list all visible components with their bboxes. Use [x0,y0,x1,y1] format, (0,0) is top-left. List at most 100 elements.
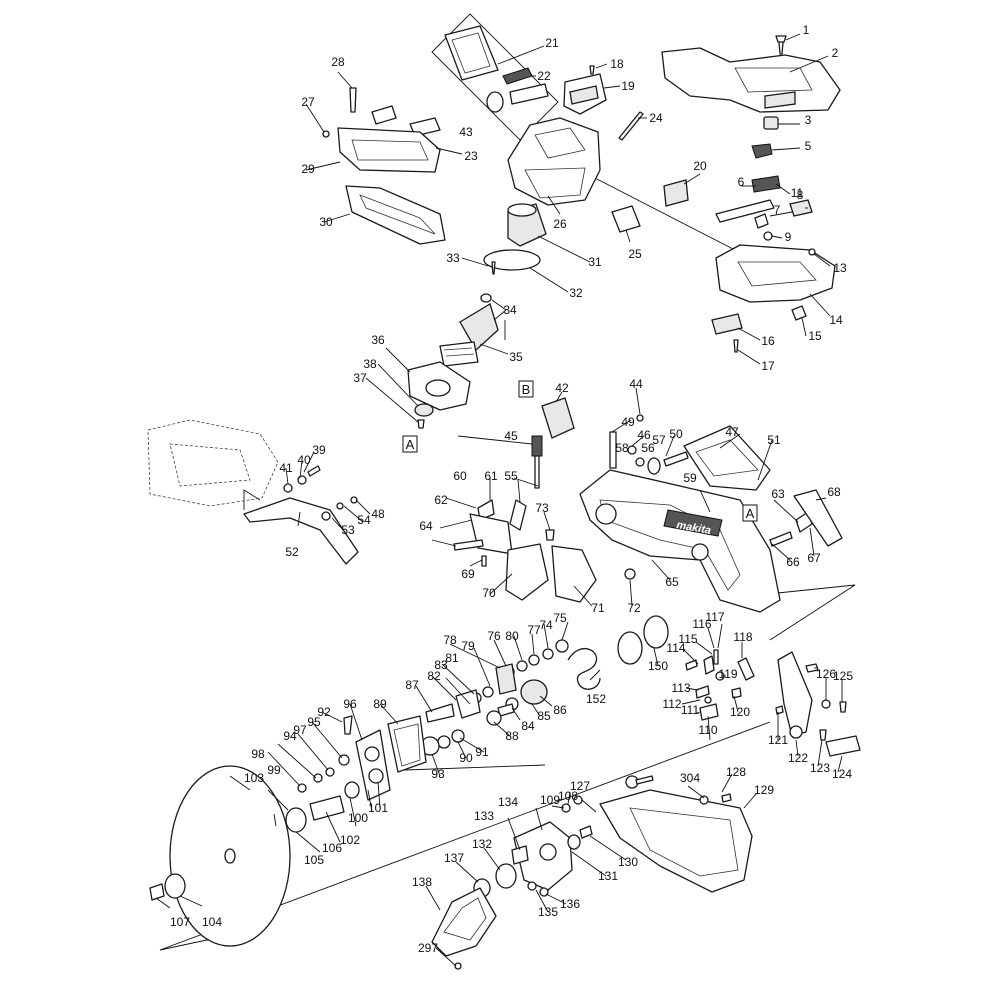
cover-plate-part [683,425,771,491]
reference-letters: B A A [406,382,755,521]
ref-letter-a: A [746,506,755,521]
part-number: 71 [591,601,605,615]
part-number: 106 [322,841,342,855]
part-number: 8 [797,188,804,202]
part-number: 38 [363,357,377,371]
part-number: 65 [665,575,679,589]
part-number: 297 [418,941,438,955]
lower-blade-guard-part [431,887,497,957]
guard-plate-left-part [505,543,549,601]
part-number: 100 [348,811,368,825]
part-number: 112 [662,697,681,711]
part-number: 47 [725,425,739,439]
brand-plate [663,509,723,537]
ref-box-b [518,380,534,398]
part-number: 85 [537,709,551,723]
part-number: 61 [484,469,498,483]
part-number: 72 [627,601,641,615]
part-number: 79 [461,639,475,653]
part-number: 77 [527,623,541,637]
baffle-part [483,249,541,271]
part-number: 59 [683,471,697,485]
part-number: 95 [307,715,321,729]
handle-half-part [337,127,441,173]
base-housing-part [715,244,836,303]
part-number: 152 [586,692,606,706]
part-number: 45 [504,429,518,443]
part-number: 119 [718,667,737,681]
part-number: 23 [464,149,478,163]
part-number: 84 [521,719,535,733]
part-number: 108 [558,789,578,803]
spindle-part [425,703,455,723]
part-number: 11 [791,186,804,200]
part-number: 92 [317,705,331,719]
spring-part [567,648,601,690]
part-number: 49 [621,415,635,429]
part-number: 107 [170,915,190,929]
part-number: 20 [693,159,707,173]
main-arm-part [579,469,781,613]
part-number: 118 [733,630,752,644]
bevel-gear-part [495,663,517,695]
latch-part [711,313,743,335]
part-number: 36 [371,333,385,347]
part-number: 56 [641,441,655,455]
part-number: 51 [767,433,781,447]
handle-housing-part [661,47,841,113]
part-number: 25 [628,247,642,261]
part-number: 122 [788,751,808,765]
part-number: 132 [472,837,492,851]
part-number-labels: 1 2 3 5 6 7 8 9 11 13 14 15 16 17 18 19 … [170,23,853,955]
part-number: 57 [652,433,666,447]
part-number: 2 [832,46,839,60]
part-number: 131 [598,869,618,883]
upper-blade-guard-part [599,789,753,893]
lever-screw-part [754,213,769,229]
part-number: 32 [569,286,583,300]
part-number: 135 [538,905,558,919]
part-number: 304 [680,771,700,785]
part-number: 123 [810,761,830,775]
part-number: 137 [444,851,464,865]
part-number: 34 [503,303,517,317]
part-number: 126 [816,667,836,681]
part-number: 90 [459,751,473,765]
switch-block-part [751,175,781,193]
guard-lever-part [777,651,813,737]
part-number: 73 [535,501,549,515]
part-number: 82 [427,669,441,683]
part-number: 91 [475,745,489,759]
part-number: 103 [244,771,264,785]
outer-flange-part [285,807,307,833]
ref-box-a1 [402,435,418,453]
part-number: 21 [545,36,559,50]
part-number: 66 [786,555,800,569]
part-number: 102 [340,833,360,847]
part-number: 128 [726,765,746,779]
part-number: 22 [537,69,551,83]
part-number: 93 [431,767,445,781]
part-number: 75 [553,611,567,625]
part-number: 43 [459,125,473,139]
part-number: 31 [588,255,602,269]
knob-part [791,305,807,321]
spur-gear-part [520,679,548,705]
part-number: 109 [540,793,560,807]
part-number: 136 [560,897,580,911]
brand-mark: makita [675,519,711,537]
part-number: 42 [555,381,569,395]
part-number: 88 [505,729,519,743]
part-number: 30 [319,215,333,229]
part-number: 44 [629,377,643,391]
part-number: 54 [357,513,371,527]
part-number: 121 [768,733,788,747]
part-number: 87 [405,678,419,692]
gear-plate-part [455,689,481,719]
part-number: 48 [371,507,385,521]
part-number: 127 [570,779,590,793]
part-number: 70 [482,586,496,600]
part-number: 138 [412,875,432,889]
part-number: 27 [301,95,315,109]
